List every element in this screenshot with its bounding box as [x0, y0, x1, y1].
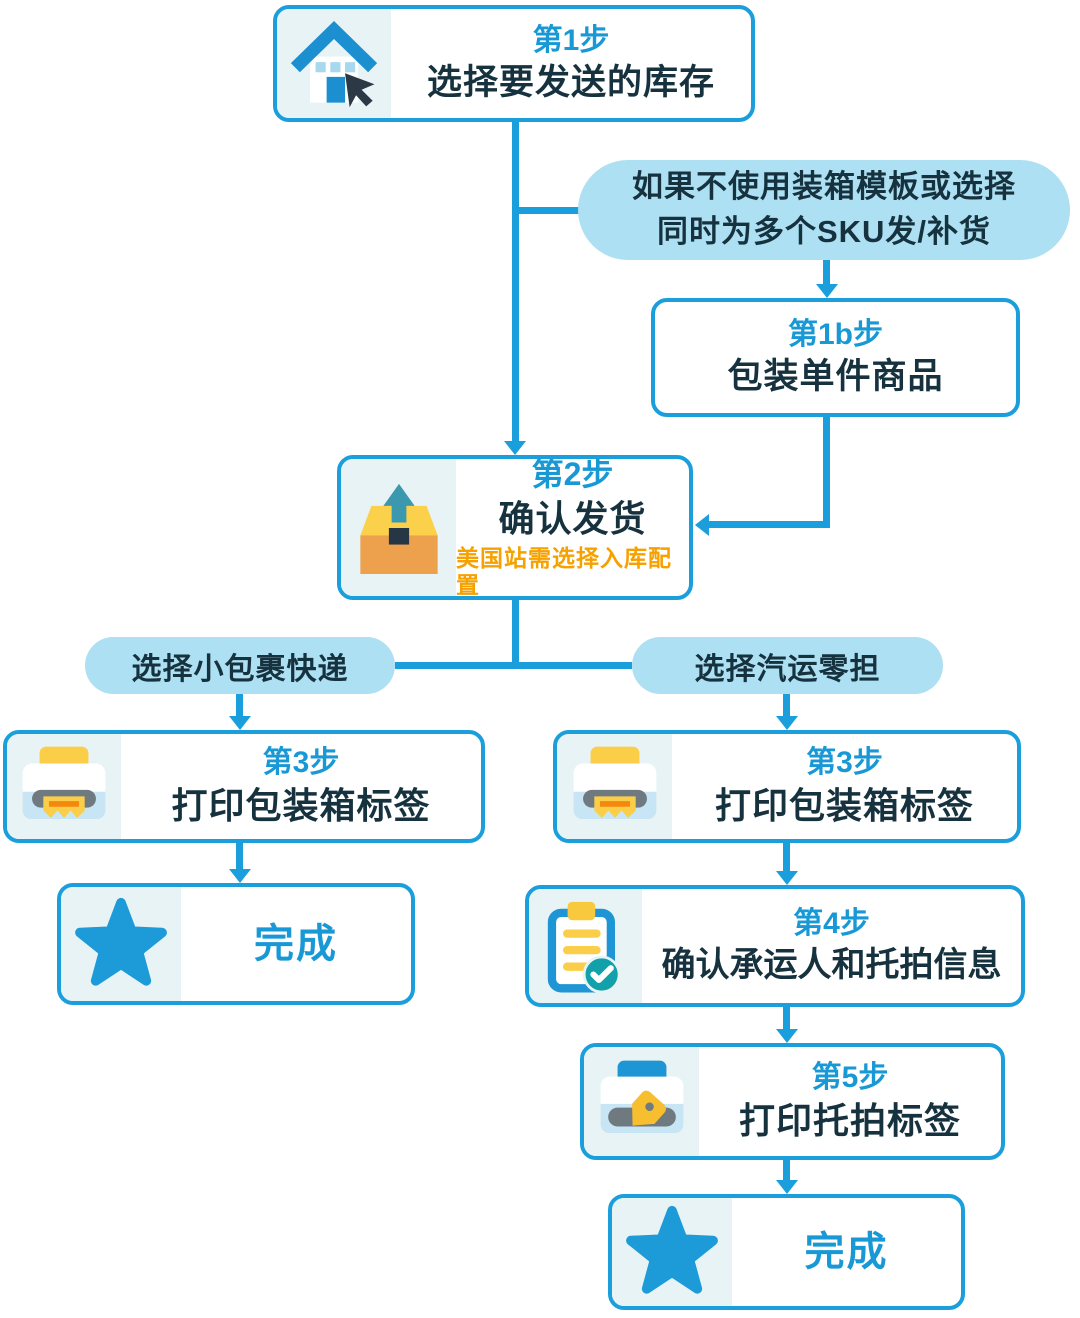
step5-icon-cell — [584, 1047, 699, 1156]
step2-title: 确认发货 — [498, 497, 647, 539]
left-step3-label: 第3步 — [262, 746, 340, 780]
connector-step5-done-line — [783, 1160, 790, 1182]
step1-title: 选择要发送的库存 — [426, 63, 715, 102]
step4-icon-cell — [529, 889, 642, 1003]
connector-step4-step5-line — [783, 1007, 790, 1031]
connector-rightstep3-step4-line — [783, 843, 790, 873]
printer-icon — [22, 746, 106, 819]
step5-box: 第5步 打印托拍标签 — [580, 1043, 1005, 1160]
step4-label: 第4步 — [793, 907, 870, 941]
right-step3-icon-cell — [557, 734, 672, 839]
step5-label: 第5步 — [811, 1061, 889, 1095]
star-icon — [626, 1205, 718, 1294]
step1b-title: 包装单件商品 — [727, 357, 944, 396]
right-step3-title: 打印包装箱标签 — [714, 785, 974, 827]
right-done-title: 完成 — [804, 1230, 889, 1274]
box-arrow-up-icon — [359, 483, 438, 574]
branch-left-pill: 选择小包裹快递 — [85, 637, 395, 694]
step2-icon-cell — [341, 459, 456, 596]
step5-title: 打印托拍标签 — [738, 1100, 961, 1142]
connector-step1b-step2-line — [705, 521, 830, 528]
step2-text: 第2步 确认发货 美国站需选择入库配置 — [456, 459, 689, 596]
connector-rightpill-step3-line — [783, 693, 790, 719]
step1-label: 第1步 — [532, 24, 610, 57]
star-icon — [75, 897, 167, 986]
left-done-text: 完成 — [181, 887, 411, 1001]
arrow-down-step2-icon — [504, 441, 526, 455]
left-step3-text: 第3步 打印包装箱标签 — [121, 734, 481, 839]
printer-tag-icon — [600, 1060, 683, 1133]
left-done-box: 完成 — [57, 883, 415, 1005]
connector-branch-horizontal-line — [395, 662, 632, 669]
connector-step1-step2-line — [512, 122, 519, 443]
arrow-down-step4-icon — [776, 871, 798, 885]
branch-right-pill: 选择汽运零担 — [632, 637, 943, 694]
branch-left-label: 选择小包裹快递 — [131, 652, 349, 686]
left-done-title: 完成 — [254, 922, 338, 966]
printer-icon — [573, 746, 656, 819]
connector-branch-condition-line — [515, 207, 581, 214]
step1b-box: 第1b步 包装单件商品 — [651, 298, 1020, 417]
step4-title: 确认承运人和托拍信息 — [661, 946, 1002, 985]
step1b-label: 第1b步 — [787, 318, 883, 351]
arrow-down-step1b-icon — [816, 284, 838, 298]
right-step3-text: 第3步 打印包装箱标签 — [672, 734, 1017, 839]
right-step3-box: 第3步 打印包装箱标签 — [553, 730, 1021, 843]
step2-label: 第2步 — [531, 456, 614, 493]
branch-right-label: 选择汽运零担 — [694, 652, 881, 686]
arrow-down-left-done-icon — [229, 869, 251, 883]
step2-box: 第2步 确认发货 美国站需选择入库配置 — [337, 455, 693, 600]
arrow-down-step5-icon — [776, 1029, 798, 1043]
step4-text: 第4步 确认承运人和托拍信息 — [642, 889, 1021, 1003]
right-done-text: 完成 — [732, 1198, 961, 1306]
connector-step1b-elbow-line — [823, 417, 830, 528]
left-step3-title: 打印包装箱标签 — [171, 785, 431, 827]
clipboard-check-icon — [547, 901, 620, 994]
left-step3-box: 第3步 打印包装箱标签 — [3, 730, 485, 843]
condition-line1: 如果不使用装箱模板或选择 — [632, 169, 1016, 205]
right-done-box: 完成 — [608, 1194, 965, 1310]
step5-text: 第5步 打印托拍标签 — [699, 1047, 1001, 1156]
arrow-down-right-done-icon — [776, 1180, 798, 1194]
connector-step2-branch-line — [512, 600, 519, 669]
connector-leftstep3-done-line — [236, 843, 243, 871]
right-done-icon-cell — [612, 1198, 732, 1306]
step1-text: 第1步 选择要发送的库存 — [391, 9, 751, 118]
connector-leftpill-step3-line — [236, 693, 243, 719]
arrow-left-step2-icon — [695, 514, 709, 536]
house-cursor-icon — [290, 20, 378, 107]
right-step3-label: 第3步 — [806, 746, 883, 780]
step1-icon-cell — [277, 9, 391, 118]
step4-box: 第4步 确认承运人和托拍信息 — [525, 885, 1025, 1007]
step1-box: 第1步 选择要发送的库存 — [273, 5, 755, 122]
step1b-text: 第1b步 包装单件商品 — [655, 302, 1016, 413]
arrow-down-right-step3-icon — [776, 716, 798, 730]
condition-line2: 同时为多个SKU发/补货 — [656, 214, 992, 249]
connector-condition-step1b-line — [823, 260, 830, 286]
left-step3-icon-cell — [7, 734, 121, 839]
condition-oval: 如果不使用装箱模板或选择 同时为多个SKU发/补货 — [578, 160, 1070, 260]
step2-note: 美国站需选择入库配置 — [456, 544, 672, 599]
arrow-down-left-step3-icon — [229, 716, 251, 730]
left-done-icon-cell — [61, 887, 181, 1001]
